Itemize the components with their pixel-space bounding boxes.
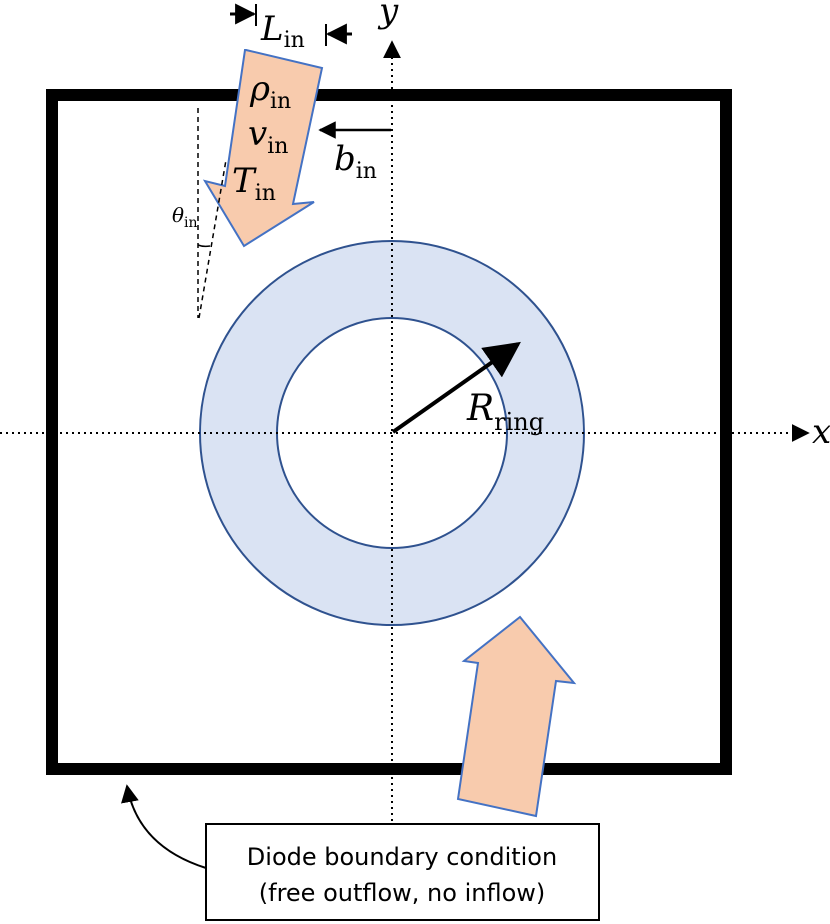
inflow-angle-label: θin	[172, 203, 198, 231]
callout-line-2: (free outflow, no inflow)	[259, 879, 546, 907]
inflow-width-label: Lin	[260, 9, 305, 53]
inflow-density-label: ρin	[249, 69, 291, 114]
ring-annulus	[200, 241, 584, 625]
angle-arc	[197, 244, 211, 248]
callout-line-1: Diode boundary condition	[247, 843, 557, 871]
inflow-temperature-label: Tin	[232, 161, 276, 206]
callout-box	[205, 823, 600, 921]
inflow-arrow-bottom	[456, 615, 577, 818]
callout-pointer	[121, 784, 207, 869]
ring-radius-arrow	[391, 341, 521, 434]
x-axis-label: x	[812, 412, 830, 452]
y-axis-label: y	[377, 0, 399, 31]
inflow-velocity-label: vin	[248, 114, 288, 159]
impact-parameter-label: bin	[334, 139, 377, 184]
inflow-arrow-top	[202, 49, 324, 248]
ring-radius-label: Rring	[466, 388, 544, 436]
